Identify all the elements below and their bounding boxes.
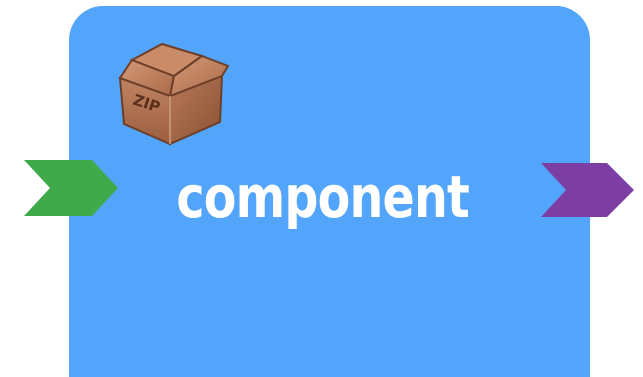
zip-archive-box-icon: ZIP	[110, 38, 232, 148]
component-label: component	[59, 162, 586, 232]
